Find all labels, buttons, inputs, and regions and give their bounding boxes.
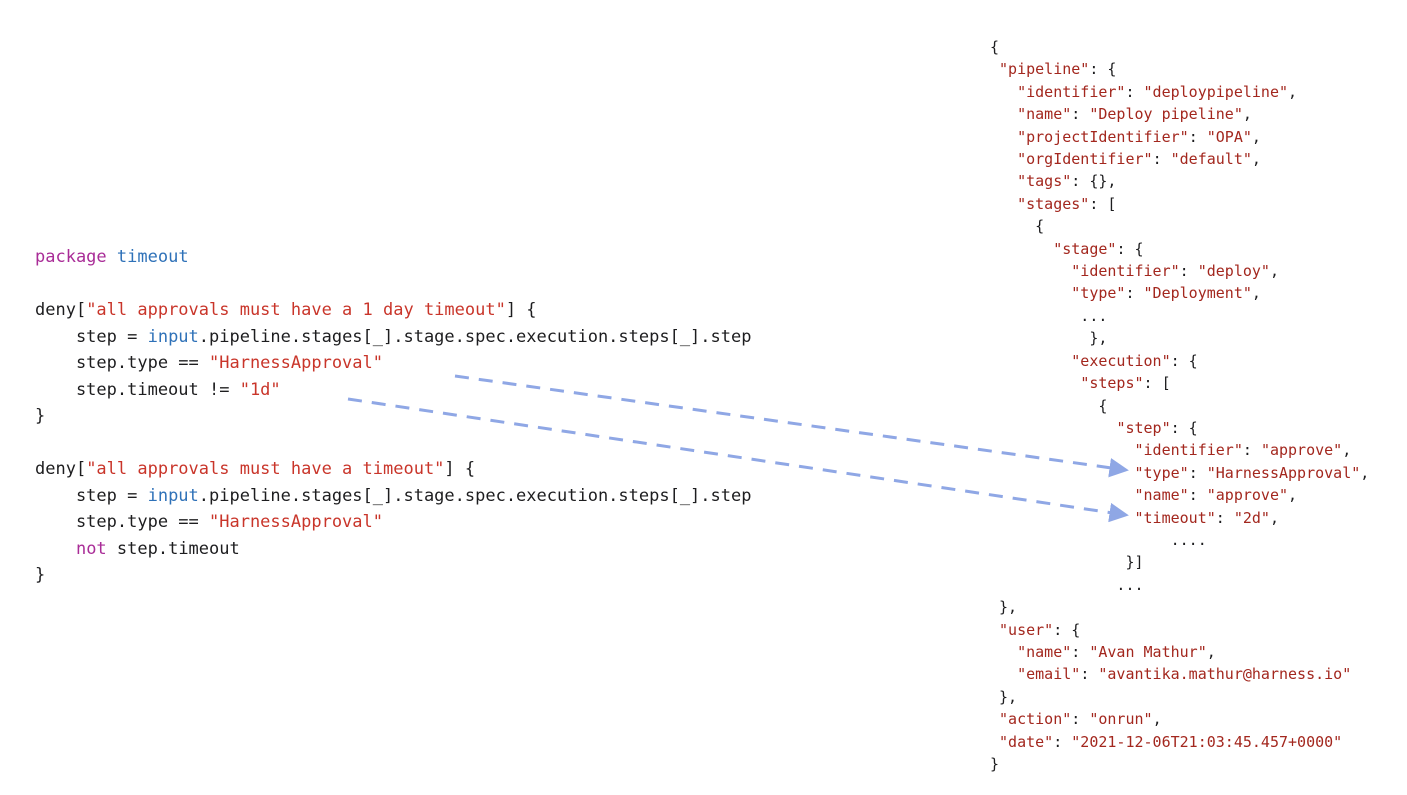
code-line: "identifier": "deploypipeline",: [1017, 82, 1298, 101]
code-line: {: [990, 396, 1108, 415]
code-line: ...: [990, 575, 1144, 594]
code-line: "name": "approve",: [1134, 486, 1298, 505]
code-line: ....: [990, 530, 1207, 549]
code-line: "steps": [: [1080, 374, 1171, 393]
code-line: "projectIdentifier": "OPA",: [1017, 127, 1261, 146]
code-line: "name": "Avan Mathur",: [1017, 642, 1216, 661]
code-line: [35, 430, 751, 457]
code-line: "identifier": "deploy",: [1071, 262, 1279, 281]
rego-policy-code: package timeout deny["all approvals must…: [35, 244, 751, 589]
code-line: }: [35, 565, 46, 585]
code-line: }: [990, 755, 1000, 773]
code-line: "pipeline": {: [999, 60, 1117, 79]
code-line: ...: [990, 306, 1108, 325]
code-line: "type": "HarnessApproval",: [1134, 463, 1370, 482]
code-line: "date": "2021-12-06T21:03:45.457+0000": [999, 732, 1343, 751]
code-line: "execution": {: [1071, 351, 1198, 370]
code-line: {: [990, 217, 1045, 236]
code-line: "type": "Deployment",: [1071, 284, 1261, 303]
code-line: "stage": {: [1053, 239, 1144, 258]
code-line: "tags": {},: [1017, 172, 1117, 191]
code-line: {: [990, 38, 1000, 56]
code-line: },: [990, 329, 1108, 348]
code-line: package timeout: [35, 247, 189, 267]
code-line: },: [990, 687, 1018, 706]
code-line: "user": {: [999, 620, 1081, 639]
code-line: }: [35, 406, 46, 426]
code-line: "name": "Deploy pipeline",: [1017, 105, 1252, 124]
code-line: "action": "onrun",: [999, 710, 1162, 729]
code-line: deny["all approvals must have a 1 day ti…: [35, 300, 537, 320]
code-line: "stages": [: [1017, 194, 1117, 213]
code-line: "timeout": "2d",: [1134, 508, 1280, 527]
code-line: deny["all approvals must have a timeout"…: [35, 459, 476, 479]
code-line: },: [990, 598, 1018, 617]
code-line: not step.timeout: [75, 538, 240, 559]
code-line: step = input.pipeline.stages[_].stage.sp…: [35, 326, 752, 347]
pipeline-json-code: { "pipeline": { "identifier": "deploypip…: [990, 36, 1369, 775]
code-line: [35, 271, 751, 298]
code-line: "step": {: [1116, 418, 1198, 437]
code-line: step.timeout != "1d": [35, 379, 281, 400]
code-line: }]: [990, 553, 1144, 572]
code-line: "identifier": "approve",: [1134, 441, 1352, 460]
code-line: step.type == "HarnessApproval": [35, 353, 383, 373]
code-line: step = input.pipeline.stages[_].stage.sp…: [35, 485, 752, 506]
code-line: "orgIdentifier": "default",: [1017, 150, 1261, 169]
code-line: "email": "avantika.mathur@harness.io": [1017, 665, 1352, 684]
code-line: step.type == "HarnessApproval": [35, 512, 383, 532]
